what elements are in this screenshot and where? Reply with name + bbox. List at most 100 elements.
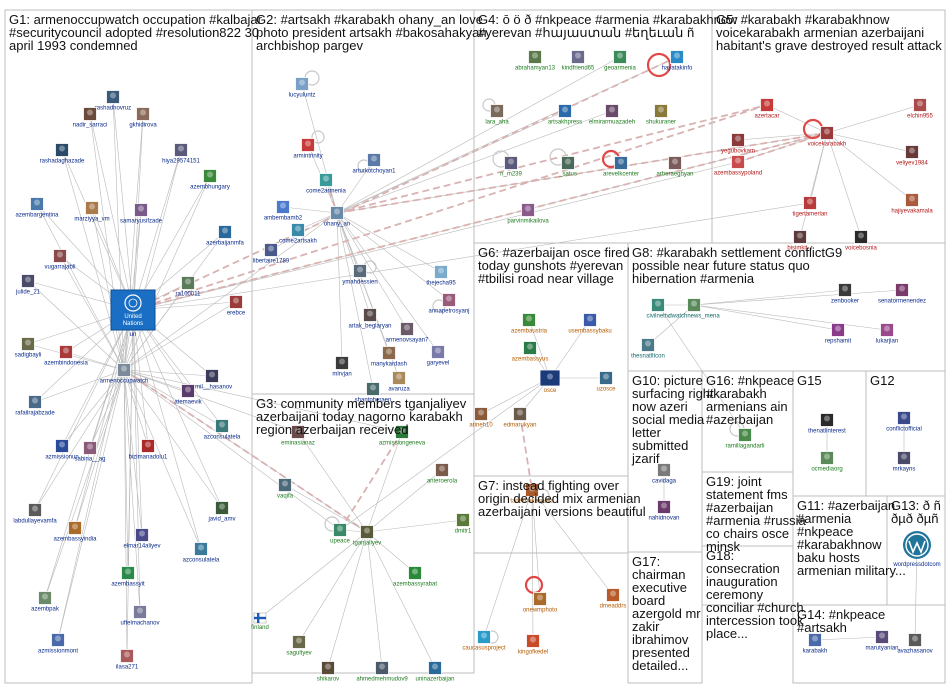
node-azembassyrabat[interactable]: azembassyrabat	[393, 566, 437, 588]
node-azmissionun[interactable]: azmissionun	[45, 439, 79, 461]
node-bisimkit-r[interactable]: bisimkit_r	[787, 230, 813, 252]
node-rashadaghazade[interactable]: rashadaghazade	[40, 143, 85, 165]
node-mlrvjan[interactable]: mlrvjan	[332, 356, 352, 378]
node-dmeaddrs[interactable]: dmeaddrs	[600, 588, 627, 610]
node-elmar14aliyev[interactable]: elmar14aliyev	[123, 528, 161, 550]
node-geoarmenia[interactable]: geoarmenia	[604, 50, 637, 72]
node-karabakh[interactable]: karabakh	[803, 633, 828, 655]
node-labdullayevamfa[interactable]: labdullayevamfa	[13, 503, 57, 525]
node-shikarov[interactable]: shikarov	[317, 661, 339, 683]
node-azconsulatela[interactable]: azconsulatela	[204, 419, 241, 441]
node-artsakhpress[interactable]: artsakhpress	[548, 104, 582, 126]
node-voicekarabakh[interactable]: voicekarabakh	[808, 126, 847, 148]
node-elchin955[interactable]: elchin955	[907, 98, 934, 120]
node-caucasusproject[interactable]: caucasusproject	[462, 630, 506, 652]
node-upeace[interactable]: upeace	[330, 523, 351, 545]
node-kingofkedel[interactable]: kingofkedel	[518, 634, 548, 656]
node-n-m239[interactable]: n_m239	[500, 156, 523, 178]
node-tigertamerlan[interactable]: tigertamerlan	[792, 196, 828, 218]
node-lukarjian[interactable]: lukarjian	[876, 323, 898, 345]
node-ambembamb2[interactable]: ambembamb2	[264, 200, 303, 222]
node-azembassyus[interactable]: azembassyus	[512, 341, 549, 363]
node-azembassyit[interactable]: azembassyit	[111, 566, 145, 588]
node-ohany-an[interactable]: ohany_an	[324, 206, 350, 228]
node-avazhasanov[interactable]: avazhasanov	[897, 633, 933, 655]
node-azembpak[interactable]: azembpak	[31, 591, 60, 613]
node-azmissionmont[interactable]: azmissionmont	[38, 633, 78, 655]
node-ocmedia[interactable]: ocmediaorg	[811, 451, 843, 473]
node-azembassypoland[interactable]: azembassypoland	[714, 155, 762, 177]
node-sagultyev[interactable]: sagultyev	[286, 635, 312, 657]
node-julide-21[interactable]: julide_21	[15, 274, 41, 296]
node-marutyanian[interactable]: marutyanian	[865, 630, 899, 652]
node-hayatakinfo[interactable]: hayatakinfo	[662, 50, 693, 72]
node-mrkayns[interactable]: mrkayns	[893, 451, 916, 473]
node-uftelmachanov[interactable]: uftelmachanov	[120, 605, 160, 627]
node-dmitr1[interactable]: dmitr1	[455, 513, 472, 535]
node-armenovsayan7[interactable]: armenovsayan7	[386, 322, 429, 344]
node-azertacar[interactable]: azertacar	[754, 98, 780, 120]
node-anteroerola[interactable]: anteroerola	[427, 463, 458, 485]
node-come2armenia[interactable]: come2armenia	[306, 173, 347, 195]
node-azerbaijanmfa[interactable]: azerbaijanmfa	[206, 225, 245, 247]
node-atemaevik[interactable]: atemaevik	[174, 384, 203, 406]
node-abrahamyan13[interactable]: abrahamyan13	[515, 50, 556, 72]
node-azembassyindia[interactable]: azembassyindia	[53, 521, 97, 543]
node--satus[interactable]: _satus	[558, 156, 577, 178]
node-nadir-sarraci[interactable]: nadir_sarraci	[73, 107, 108, 129]
node-uninazerbaijan[interactable]: uninazerbaijan	[415, 661, 455, 683]
node-civilnettv[interactable]: civilnettv	[646, 298, 670, 320]
node-samaryusifzade[interactable]: samaryusifzade	[120, 203, 163, 225]
node-tadekhakespolia[interactable]: tadekhakespolia	[510, 483, 554, 505]
node-vugarrajabli[interactable]: vugarrajabli	[44, 249, 76, 271]
node-elmirarmuazadah[interactable]: elmirarmuazadeh	[589, 104, 635, 126]
node-libertaire1789[interactable]: libertaire1789	[253, 243, 290, 265]
node-hiya29574151[interactable]: hiya29574151	[162, 143, 201, 165]
node-veliyev1984[interactable]: veliyev1984	[896, 145, 929, 167]
node-thesnatlltcon[interactable]: thesnatlltcon	[631, 338, 665, 360]
node-ymahdessien[interactable]: ymahdessien	[342, 264, 378, 286]
node-sadigbayli[interactable]: sadigbayli	[15, 337, 42, 359]
node-azembargentina[interactable]: azembargentina	[15, 197, 59, 219]
node-osce[interactable]: osce	[539, 369, 561, 394]
node-bizimanadolu1[interactable]: bizimanadolu1	[129, 439, 168, 461]
node-lasa271[interactable]: ilasa271	[116, 649, 139, 671]
node-azconsulatela2[interactable]: azconsulatela	[183, 542, 220, 564]
node-zenbooker[interactable]: zenbooker	[831, 283, 859, 305]
node-lucyuluntz[interactable]: lucyuluntz	[289, 77, 316, 99]
node-azembaustria[interactable]: azembaustria	[511, 313, 548, 335]
node-gkhidirova[interactable]: gkhidirova	[129, 107, 157, 129]
node-wordpressdotcom[interactable]: wordpressdotcom	[892, 531, 941, 568]
node-rafailrajabzade[interactable]: rafailrajabzade	[15, 395, 55, 417]
node-azembindonesia[interactable]: azembindonesia	[44, 345, 89, 367]
node-arineh10[interactable]: arineh10	[469, 407, 493, 429]
node-conflictofficial[interactable]: conflictofficial	[886, 411, 922, 433]
node-arturkotchoyan1[interactable]: arturkotchoyan1	[352, 153, 396, 175]
node-thenatlinterest[interactable]: thenatlinterest	[808, 413, 846, 435]
node-edmarukyan[interactable]: edmarukyan	[503, 407, 537, 429]
node-artak-beglaryan[interactable]: artak_beglaryan	[348, 308, 392, 330]
node-garyevel[interactable]: garyevel	[427, 345, 450, 367]
node-sabina--ag[interactable]: sabina__ag	[74, 441, 106, 463]
node-manykardash[interactable]: manykardash	[371, 346, 407, 368]
node-finland[interactable]: finland	[251, 612, 269, 631]
node-arevelkcenter[interactable]: arevelkcenter	[603, 156, 639, 178]
node-shantpheraen[interactable]: shantpheraen	[355, 382, 392, 404]
node-rashadnovruz[interactable]: rashadnovruz	[95, 90, 131, 112]
node-javid-amv[interactable]: javid_amv	[207, 501, 236, 523]
node-parvinmikailova[interactable]: parvinmikailova	[507, 203, 549, 225]
node-onewmphoto[interactable]: onewmphoto	[523, 592, 558, 614]
node-senatormenendez[interactable]: senatormenendez	[878, 283, 926, 305]
node-usembassybaku[interactable]: usembassybaku	[568, 313, 612, 335]
node-voicebosnia[interactable]: voicebosnia	[845, 230, 878, 252]
node-annapetrosyanj[interactable]: annapetrosyanj	[428, 293, 470, 315]
node-yegubovkam[interactable]: yegubovkam	[721, 133, 755, 155]
node-dwatchnews-mena[interactable]: dwatchnews_mena	[668, 298, 720, 320]
node-shukuraner[interactable]: shukuraner	[646, 104, 676, 126]
node-eminasianaz[interactable]: eminasianaz	[281, 425, 315, 447]
node-nahidnovan[interactable]: nahidnovan	[648, 500, 680, 522]
node-kindfriend65[interactable]: kindfriend65	[562, 50, 595, 72]
node-cavidaga[interactable]: cavidaga	[652, 463, 677, 485]
node-hajiyevakamala[interactable]: hajiyevakamala	[891, 193, 933, 215]
